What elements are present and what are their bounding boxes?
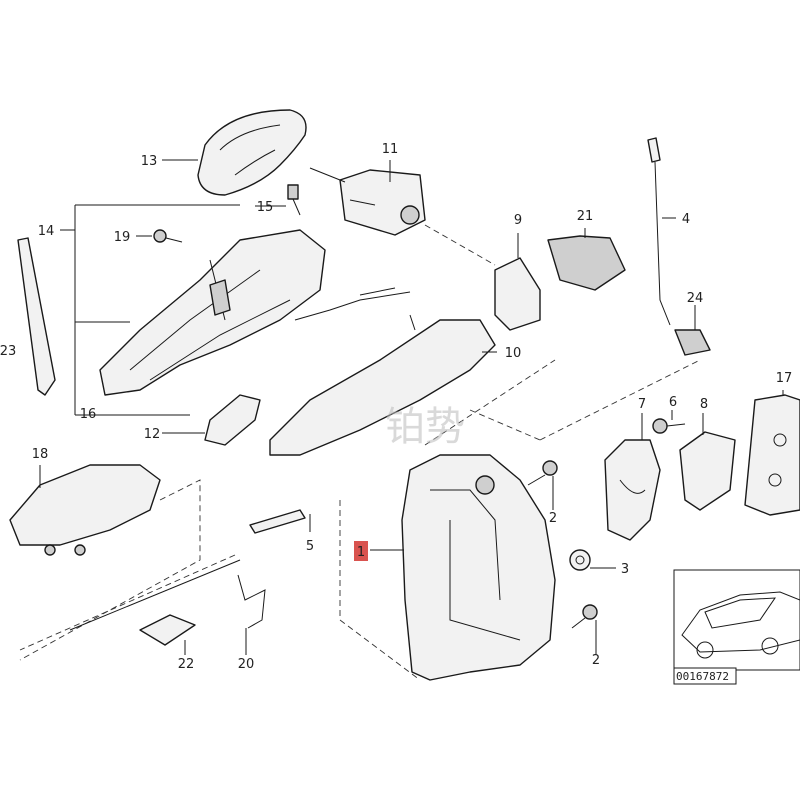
alignment-lines [19,224,701,681]
part-21-cap [547,235,626,291]
part-19-screw [153,229,183,243]
part-2-screw-b [571,604,598,629]
callout-10: 10 [505,346,522,361]
callout-14: 14 [38,224,55,239]
callout-21: 21 [577,209,594,224]
part-6-screw [652,418,686,434]
part-14-handle-carrier [99,229,326,396]
callout-23: 23 [0,344,16,359]
car-thumbnail-inset: 00167872 [673,569,800,685]
part-11-lock-cylinder [309,167,426,236]
callout-19: 19 [114,230,131,245]
callout-12: 12 [144,427,161,442]
part-4-rod [647,137,671,326]
callout-3: 3 [621,562,629,577]
watermark-text: 铂势 [385,404,465,450]
part-18-interior-handle [9,464,161,556]
part-1-lock-module [401,454,556,681]
part-3-bushing [569,549,591,571]
callout-5: 5 [306,539,314,554]
part-20-bracket [237,574,266,629]
callout-7: 7 [638,397,646,412]
part-24-connector [674,329,711,356]
part-15-screw [287,184,301,216]
part-2-screw-a [527,460,558,486]
callout-2a: 2 [549,511,557,526]
part-23-strip [17,237,56,396]
callout-18: 18 [32,447,49,462]
callout-9: 9 [514,213,522,228]
callout-20: 20 [238,657,255,672]
callout-2b: 2 [592,653,600,668]
callout-16: 16 [80,407,97,422]
part-5-cable [69,509,306,631]
callout-1: 1 [357,545,365,560]
leader-lines [39,159,784,655]
callout-17: 17 [776,371,793,386]
part-22-clip [139,614,196,646]
linkage-rod [294,287,411,321]
callout-4: 4 [682,212,690,227]
callout-13: 13 [141,154,158,169]
part-10-outer-handle [269,314,496,456]
part-9-end-cap [494,257,541,331]
callout-24: 24 [687,291,704,306]
callout-labels: 1 2 2 3 4 5 6 7 8 9 10 11 12 13 14 15 16… [0,142,792,672]
part-7-striker-cover [604,439,661,541]
part-17-panel [744,394,800,516]
callout-8: 8 [700,397,708,412]
reference-number: 00167872 [676,670,729,683]
callout-15: 15 [257,200,274,215]
highlight-callout-1 [354,541,368,561]
callout-11: 11 [382,142,399,157]
part-13-handle-cap [197,109,307,196]
callout-22: 22 [178,657,195,672]
part-8-striker [679,431,736,511]
part-12-gasket [204,394,261,446]
callout-6: 6 [669,395,677,410]
